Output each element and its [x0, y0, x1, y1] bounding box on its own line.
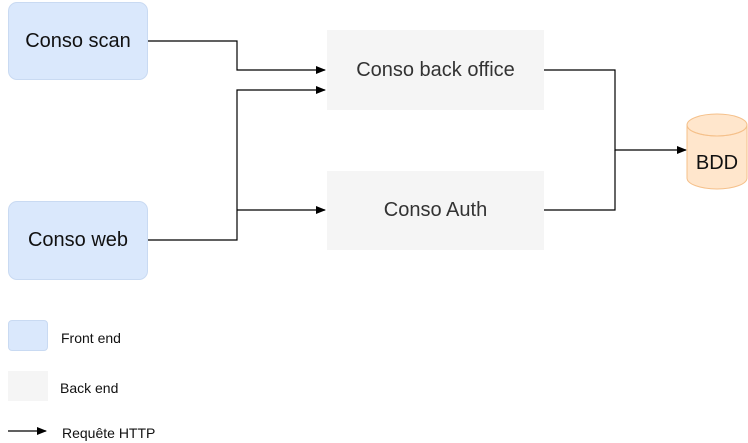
conso-back-office-label: Conso back office — [356, 58, 515, 81]
conso-auth-label: Conso Auth — [383, 199, 488, 221]
legend-front-end-swatch — [8, 320, 48, 351]
conso-auth-node[interactable]: Conso Auth — [327, 171, 544, 250]
connector-back-office-to-bdd — [544, 69, 687, 154]
bdd-label: BDD — [695, 152, 739, 174]
legend-back-end-swatch — [8, 371, 48, 401]
connector-scan-to-back-office — [148, 40, 326, 74]
conso-web-node[interactable]: Conso web — [8, 201, 148, 280]
connector-auth-to-bdd — [544, 150, 616, 211]
legend-front-end-label: Front end — [61, 330, 121, 346]
legend-back-end-label: Back end — [60, 380, 119, 396]
conso-scan-node[interactable]: Conso scan — [8, 2, 148, 80]
conso-scan-label: Conso scan — [25, 29, 131, 52]
connector-web-to-back-office — [148, 86, 326, 241]
conso-web-label: Conso web — [27, 229, 129, 251]
legend-http-request-label: Requête HTTP — [62, 425, 156, 441]
database-cylinder-icon — [686, 113, 748, 190]
conso-back-office-node[interactable]: Conso back office — [327, 30, 544, 110]
